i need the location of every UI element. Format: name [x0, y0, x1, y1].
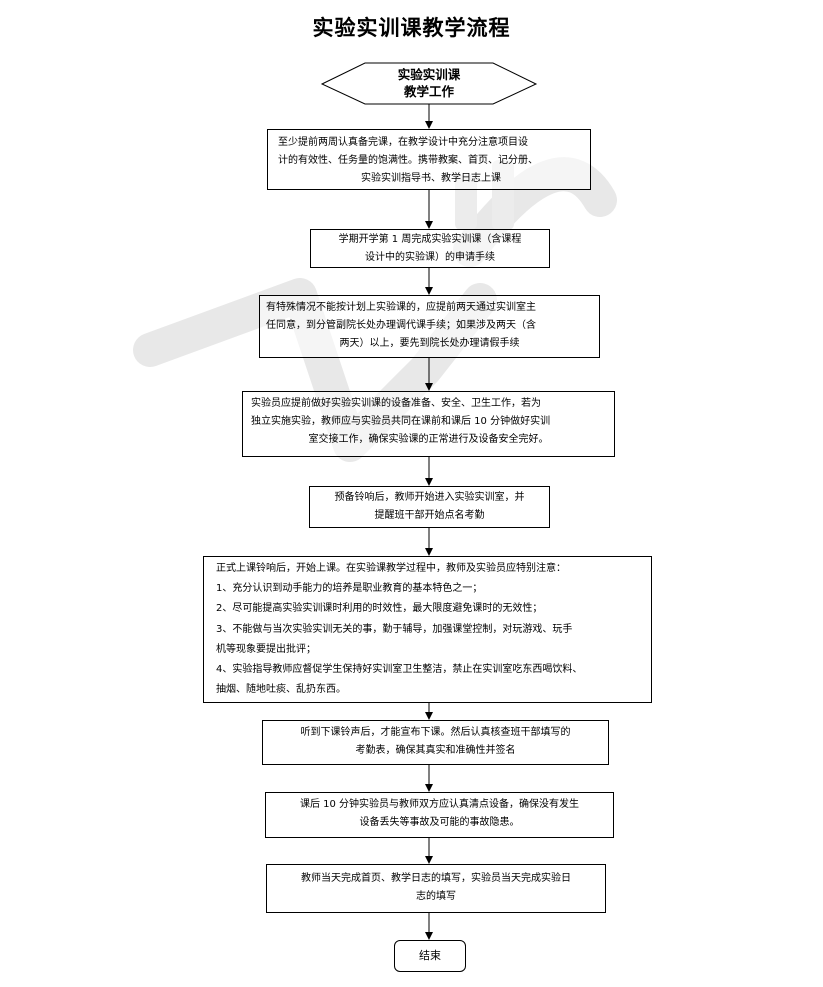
- step-class-guidelines: 正式上课铃响后，开始上课。在实验课教学过程中，教师及实验员应特别注意： 1、充分…: [203, 556, 652, 703]
- step-line: 提醒班干部开始点名考勤: [374, 510, 485, 521]
- step-line: 学期开学第 1 周完成实验实训课（含课程: [338, 234, 522, 245]
- step-dismiss-class: 听到下课铃声后，才能宣布下课。然后认真核查班干部填写的 考勤表，确保其真实和准确…: [262, 720, 609, 765]
- start-hexagon: [320, 62, 538, 105]
- step-line: 机等现象要提出批评；: [216, 643, 316, 655]
- step-pre-bell: 预备铃响后，教师开始进入实验实训室，并 提醒班干部开始点名考勤: [309, 486, 550, 528]
- step-line: 考勤表，确保其真实和准确性并签名: [355, 745, 516, 756]
- step-fill-logs: 教师当天完成首页、教学日志的填写，实验员当天完成实验日 志的填写: [266, 864, 606, 913]
- step-line: 实验员应提前做好实验实训课的设备准备、安全、卫生工作，若为: [251, 398, 541, 409]
- step-line: 两天）以上，要先到院长处办理请假手续: [339, 338, 520, 349]
- start-label: 实验实训课 教学工作: [331, 66, 527, 100]
- step-line: 志的填写: [416, 891, 456, 902]
- step-line: 听到下课铃声后，才能宣布下课。然后认真核查班干部填写的: [300, 727, 571, 738]
- step-line: 至少提前两周认真备完课，在教学设计中充分注意项目设: [278, 137, 528, 148]
- step-line: 设备丢失等事故及可能的事故隐患。: [359, 817, 520, 828]
- step-check-equipment: 课后 10 分钟实验员与教师双方应认真清点设备，确保没有发生 设备丢失等事故及可…: [265, 792, 614, 838]
- step-line: 正式上课铃响后，开始上课。在实验课教学过程中，教师及实验员应特别注意：: [216, 563, 566, 574]
- step-line: 2、尽可能提高实验实训课时利用的时效性，最大限度避免课时的无效性；: [216, 603, 543, 615]
- step-line: 预备铃响后，教师开始进入实验实训室，并: [334, 492, 525, 503]
- step-line: 独立实施实验，教师应与实验员共同在课前和课后 10 分钟做好实训: [251, 416, 551, 427]
- step-line: 计的有效性、任务量的饱满性。携带教案、首页、记分册、: [278, 155, 538, 166]
- step-line: 课后 10 分钟实验员与教师双方应认真清点设备，确保没有发生: [299, 799, 580, 810]
- step-line: 1、充分认识到动手能力的培养是职业教育的基本特色之一；: [216, 583, 483, 595]
- step-apply-lab-course: 学期开学第 1 周完成实验实训课（含课程 设计中的实验课）的申请手续: [310, 229, 550, 268]
- start-label-line-2: 教学工作: [403, 84, 454, 99]
- step-line: 4、实验指导教师应督促学生保持好实训室卫生整洁，禁止在实训室吃东西喝饮料、: [216, 664, 583, 676]
- step-lab-preparation: 实验员应提前做好实验实训课的设备准备、安全、卫生工作，若为 独立实施实验，教师应…: [242, 391, 615, 457]
- step-line: 教师当天完成首页、教学日志的填写，实验员当天完成实验日: [301, 873, 571, 884]
- step-line: 有特殊情况不能按计划上实验课的，应提前两天通过实训室主: [266, 302, 536, 313]
- step-line: 室交接工作，确保实验课的正常进行及设备安全完好。: [308, 434, 549, 445]
- step-line: 抽烟、随地吐痰、乱扔东西。: [216, 684, 346, 696]
- step-line: 任同意，到分管副院长处办理调代课手续；如果涉及两天（含: [266, 320, 536, 331]
- end-node: 结束: [394, 940, 466, 972]
- step-line: 设计中的实验课）的申请手续: [365, 252, 495, 263]
- page-title: 实验实训课教学流程: [312, 15, 511, 40]
- start-label-line-1: 实验实训课: [397, 67, 461, 82]
- step-line: 实验实训指导书、教学日志上课: [361, 173, 501, 184]
- step-special-cases: 有特殊情况不能按计划上实验课的，应提前两天通过实训室主 任同意，到分管副院长处办…: [259, 295, 600, 358]
- step-line: 3、不能做与当次实验实训无关的事，勤于辅导，加强课堂控制，对玩游戏、玩手: [216, 623, 573, 635]
- step-prepare-lessons: 至少提前两周认真备完课，在教学设计中充分注意项目设 计的有效性、任务量的饱满性。…: [267, 129, 591, 190]
